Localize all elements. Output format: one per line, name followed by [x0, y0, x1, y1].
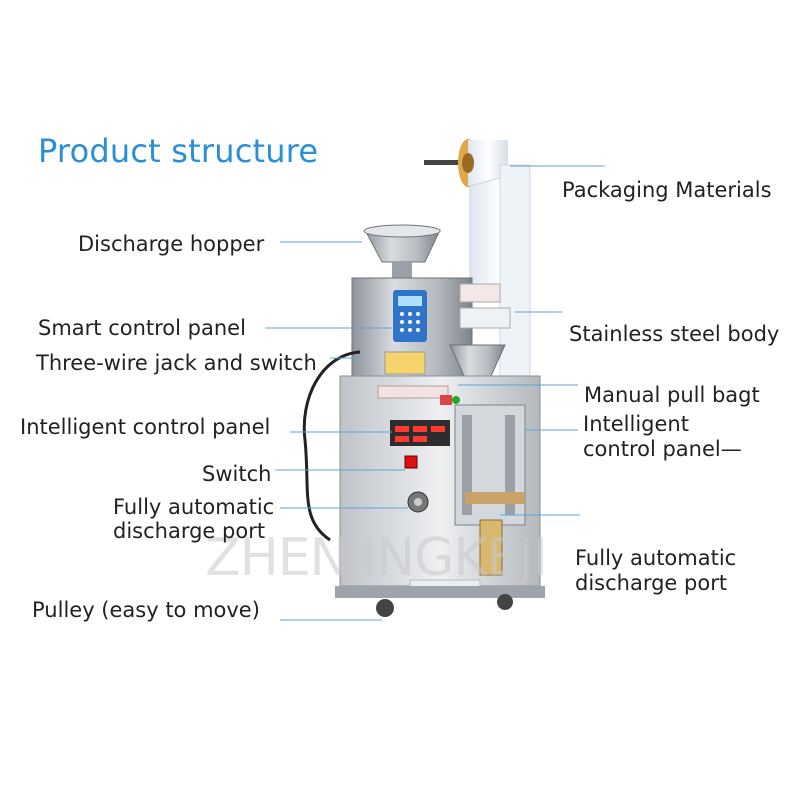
- label-smart-control-panel: Smart control panel: [38, 316, 246, 340]
- power-switch: [404, 455, 418, 469]
- label-packaging-materials: Packaging Materials: [562, 178, 772, 202]
- film-roll: [424, 139, 508, 187]
- finished-bag: [479, 519, 503, 576]
- hopper: [363, 224, 441, 282]
- label-intelligent-control-panel-left: Intelligent control panel: [20, 415, 271, 439]
- label-discharge-hopper: Discharge hopper: [78, 232, 265, 256]
- label-discharge-port-right-2: discharge port: [575, 571, 728, 595]
- label-discharge-port-left-1: Fully automatic: [113, 495, 275, 519]
- label-manual-pull-bag: Manual pull bagt: [584, 383, 760, 407]
- label-intelligent-control-panel-right-1: Intelligent: [583, 412, 689, 436]
- label-discharge-port-right-1: Fully automatic: [575, 546, 737, 570]
- label-switch: Switch: [202, 462, 272, 486]
- logo-sticker: [384, 351, 426, 375]
- bag-output: [465, 492, 525, 504]
- top-label: [459, 283, 501, 303]
- leader-lines: [265, 165, 605, 621]
- label-three-wire-jack: Three-wire jack and switch: [36, 351, 317, 375]
- power-cable: [302, 350, 361, 542]
- wheel-right: [497, 594, 513, 610]
- page-title: Product structure: [38, 132, 319, 170]
- label-discharge-port-left-2: discharge port: [113, 519, 266, 543]
- label-pulley: Pulley (easy to move): [32, 598, 260, 622]
- watermark: ZHENJINGKEJI: [205, 528, 548, 588]
- label-intelligent-control-panel-right-2: control panel—: [583, 437, 742, 461]
- control-display: [390, 420, 450, 446]
- wheel-left: [376, 599, 394, 617]
- label-stainless-steel-body: Stainless steel body: [569, 322, 780, 346]
